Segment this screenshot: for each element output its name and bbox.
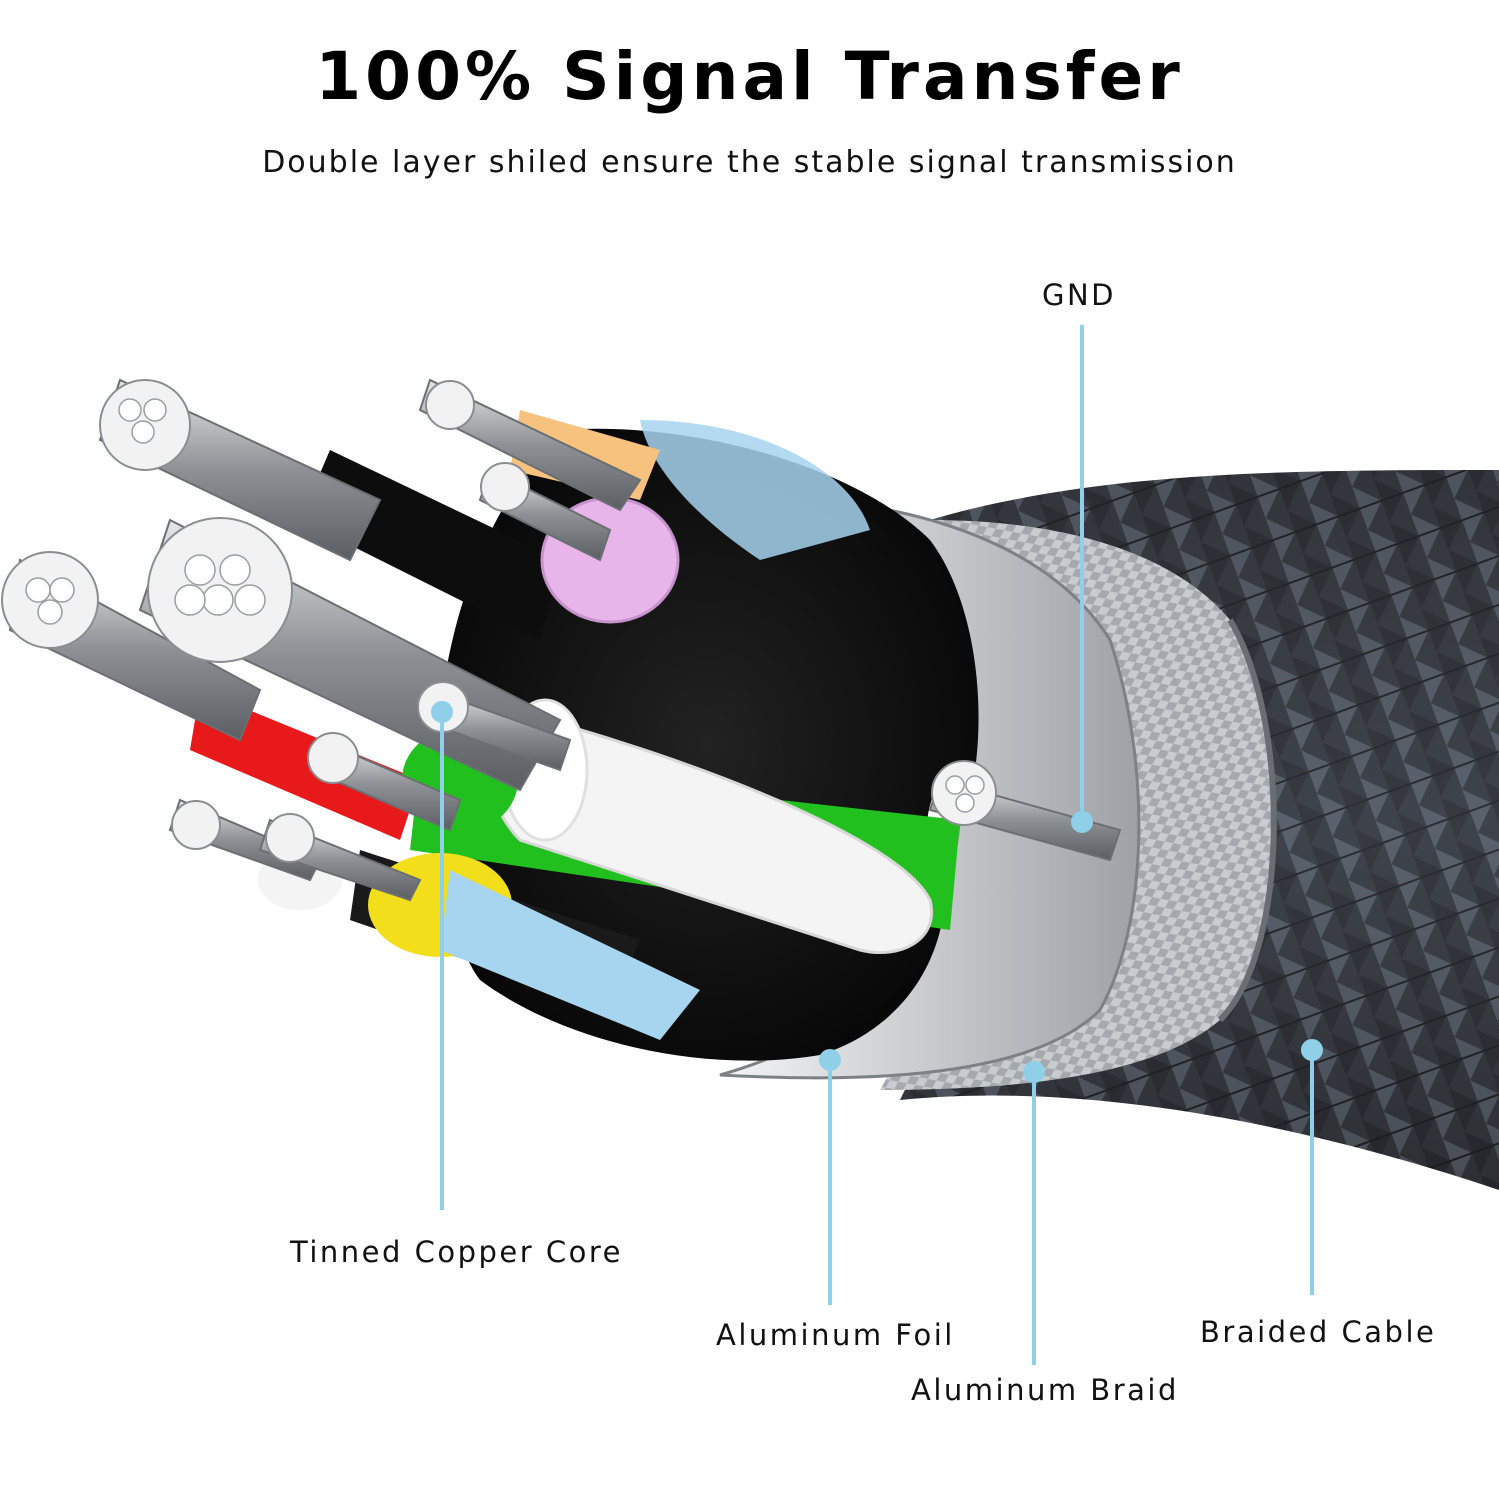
braided-cable-label: Braided Cable: [1200, 1315, 1437, 1349]
core-leader-dot: [431, 701, 453, 723]
aluminum-foil-label: Aluminum Foil: [716, 1318, 955, 1352]
callout-lines: [431, 325, 1323, 1365]
aluminum-braid-label: Aluminum Braid: [911, 1373, 1179, 1407]
cable-leader-dot: [1301, 1039, 1323, 1061]
page-subtitle: Double layer shiled ensure the stable si…: [262, 145, 1237, 180]
page-title: 100% Signal Transfer: [315, 38, 1184, 115]
braid-leader-dot: [1023, 1061, 1045, 1083]
tinned-copper-core-label: Tinned Copper Core: [290, 1235, 624, 1269]
gnd-label: GND: [1042, 278, 1116, 312]
foil-leader-dot: [819, 1049, 841, 1071]
gnd-leader-dot: [1071, 811, 1093, 833]
